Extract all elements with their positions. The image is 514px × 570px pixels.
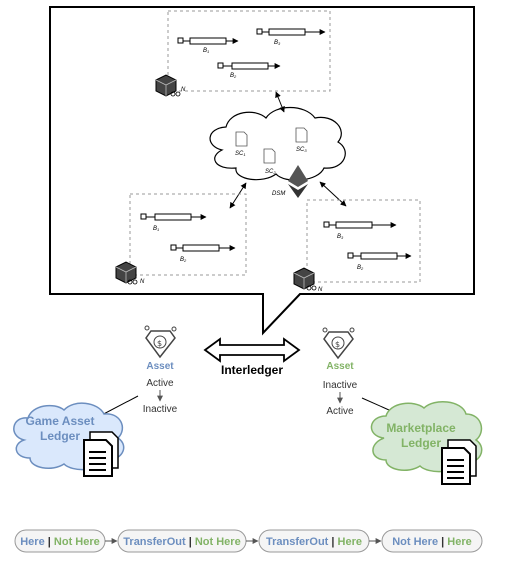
state-right-value: Not Here bbox=[195, 536, 241, 548]
svg-text:$: $ bbox=[335, 340, 340, 349]
state-pill: Here | Not Here bbox=[14, 529, 106, 553]
svg-text:B3: B3 bbox=[337, 234, 344, 240]
svg-text:SC2: SC2 bbox=[265, 169, 276, 175]
state-left-value: Not Here bbox=[392, 536, 438, 548]
node-group-top bbox=[167, 10, 331, 92]
svg-text:B2: B2 bbox=[180, 257, 187, 263]
node-label: N bbox=[318, 287, 323, 293]
state-right-value: Here bbox=[338, 536, 362, 548]
svg-text:Here | Not Here: Here | Not Here bbox=[20, 536, 100, 548]
ledger-name-left-2: Ledger bbox=[40, 429, 80, 443]
state-right-value: Not Here bbox=[54, 536, 100, 548]
svg-text:B3: B3 bbox=[274, 40, 281, 46]
gem-icon: $ bbox=[322, 327, 355, 360]
asset-title-right: Asset bbox=[326, 361, 354, 372]
contract-label: SC bbox=[235, 151, 244, 157]
node-group-right bbox=[306, 199, 421, 283]
state-right-value: Here bbox=[447, 536, 471, 548]
node-label: N bbox=[140, 279, 145, 285]
block-label: B bbox=[203, 48, 207, 54]
block-label: B bbox=[230, 73, 234, 79]
svg-text:B2: B2 bbox=[357, 265, 364, 271]
block-chain-item: B2 bbox=[217, 62, 281, 79]
server-cube-icon bbox=[155, 74, 181, 97]
asset-state-to-right: Active bbox=[326, 406, 354, 417]
dsm-label: DSM bbox=[272, 191, 285, 197]
svg-text:B1: B1 bbox=[203, 48, 209, 54]
document-icon: SC2 bbox=[263, 148, 276, 175]
state-left-value: TransferOut bbox=[123, 536, 186, 548]
block-chain-item: B1 bbox=[140, 213, 207, 232]
svg-text:SC3: SC3 bbox=[296, 147, 307, 153]
document-icon: SC1 bbox=[235, 131, 248, 157]
node-label: N bbox=[181, 87, 186, 93]
state-pill: TransferOut | Here bbox=[258, 529, 370, 553]
interledger-label: Interledger bbox=[221, 363, 283, 377]
gem-icon: $ bbox=[144, 325, 177, 359]
node-group-left bbox=[129, 193, 247, 276]
ledger-name-right-2: Ledger bbox=[401, 436, 441, 450]
asset-state-from-left: Active bbox=[146, 378, 174, 389]
connector bbox=[275, 91, 285, 113]
block-label: B bbox=[180, 257, 184, 263]
block-chain-item: B3 bbox=[256, 28, 326, 46]
server-cube-icon bbox=[293, 267, 317, 291]
state-left-value: TransferOut bbox=[266, 536, 329, 548]
block-chain-item: B2 bbox=[170, 244, 236, 263]
svg-text:B1: B1 bbox=[153, 226, 159, 232]
asset-title-left: Asset bbox=[146, 361, 174, 372]
svg-text:SC1: SC1 bbox=[235, 151, 246, 157]
smart-contract-cloud bbox=[209, 106, 346, 181]
asset-state-from-right: Inactive bbox=[323, 380, 358, 391]
ledger-document-icon bbox=[83, 431, 119, 477]
asset-state-to-left: Inactive bbox=[143, 404, 178, 415]
ledger-name-right-1: Marketplace bbox=[386, 421, 456, 435]
svg-text:B2: B2 bbox=[230, 73, 237, 79]
block-label: B bbox=[274, 40, 278, 46]
svg-text:TransferOut | Here: TransferOut | Here bbox=[266, 536, 362, 548]
server-cube-icon bbox=[115, 261, 138, 285]
block-label: B bbox=[337, 234, 341, 240]
block-label: B bbox=[357, 265, 361, 271]
connector bbox=[319, 181, 347, 207]
contract-label: SC bbox=[296, 147, 305, 153]
ethereum-icon bbox=[288, 165, 308, 198]
block-chain-item: B2 bbox=[347, 252, 412, 271]
connector bbox=[229, 182, 247, 209]
interledger-arrow bbox=[203, 337, 301, 363]
ledger-document-icon bbox=[441, 439, 477, 485]
state-pill: TransferOut | Not Here bbox=[117, 529, 247, 553]
state-left-value: Here bbox=[20, 536, 44, 548]
svg-text:Not Here | Here: Not Here | Here bbox=[392, 536, 472, 548]
block-label: B bbox=[153, 226, 157, 232]
block-chain-item: B3 bbox=[323, 221, 397, 240]
contract-label: SC bbox=[265, 169, 274, 175]
state-pill: Not Here | Here bbox=[381, 529, 483, 553]
ledger-name-left-1: Game Asset bbox=[26, 414, 95, 428]
svg-text:TransferOut | Not: TransferOut | Not Here bbox=[123, 536, 240, 548]
block-chain-item: B1 bbox=[177, 37, 239, 54]
svg-text:$: $ bbox=[157, 339, 162, 348]
document-icon: SC3 bbox=[295, 127, 308, 153]
